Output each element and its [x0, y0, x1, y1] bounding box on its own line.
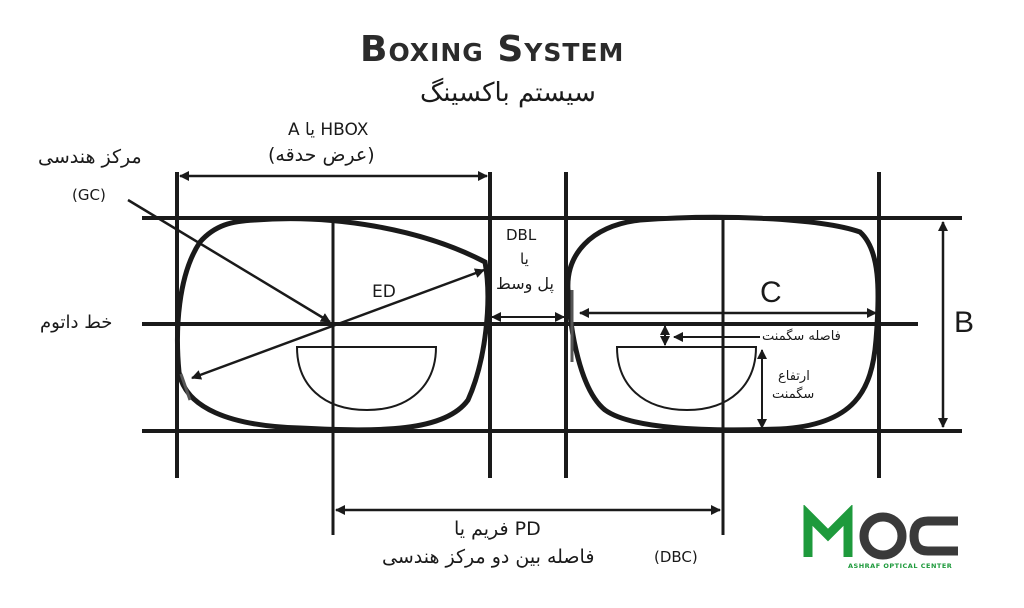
left-edge-tick — [179, 373, 192, 401]
right-lens-shape — [565, 214, 881, 433]
segment-height-label-1: ارتفاع — [778, 369, 810, 384]
dbc-label-fa: فاصله بین دو مرکز هندسی — [382, 546, 595, 568]
diagram-subtitle: سیستم باکسینگ — [420, 78, 596, 108]
diagram-title: Boxing System — [360, 29, 625, 70]
segment-distance-label: فاصله سگمنت — [762, 329, 841, 344]
moc-logo-mark — [803, 504, 958, 560]
segment-height-label-2: سگمنت — [772, 387, 815, 402]
dbl-label-fa: پل وسط — [496, 274, 554, 293]
pd-label: PD فریم یا — [454, 518, 541, 540]
dbl-or-label: یا — [520, 250, 529, 268]
c-label: C — [760, 276, 782, 309]
ed-label: ED — [372, 282, 396, 302]
hbox-label: HBOX یا A — [288, 120, 369, 140]
left-lens-shape — [175, 216, 491, 433]
gc-label: (GC) — [72, 186, 106, 204]
dbl-label: DBL — [506, 226, 537, 244]
moc-logo: ASHRAF OPTICAL CENTER — [800, 504, 970, 575]
hbox-label-fa: (عرض حدقه) — [268, 144, 375, 166]
left-segment — [295, 346, 438, 412]
gc-label-fa: مرکز هندسی — [38, 146, 142, 168]
ed-arrow — [191, 268, 485, 380]
right-segment — [615, 346, 758, 412]
logo-tagline: ASHRAF OPTICAL CENTER — [848, 562, 953, 570]
dbc-label: (DBC) — [654, 548, 698, 566]
b-label: B — [954, 306, 975, 339]
datum-label: خط داتوم — [40, 312, 113, 333]
